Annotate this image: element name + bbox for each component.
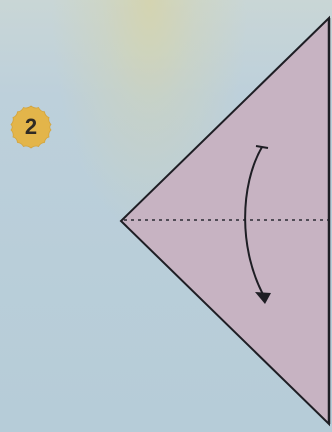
origami-paper (121, 18, 329, 424)
